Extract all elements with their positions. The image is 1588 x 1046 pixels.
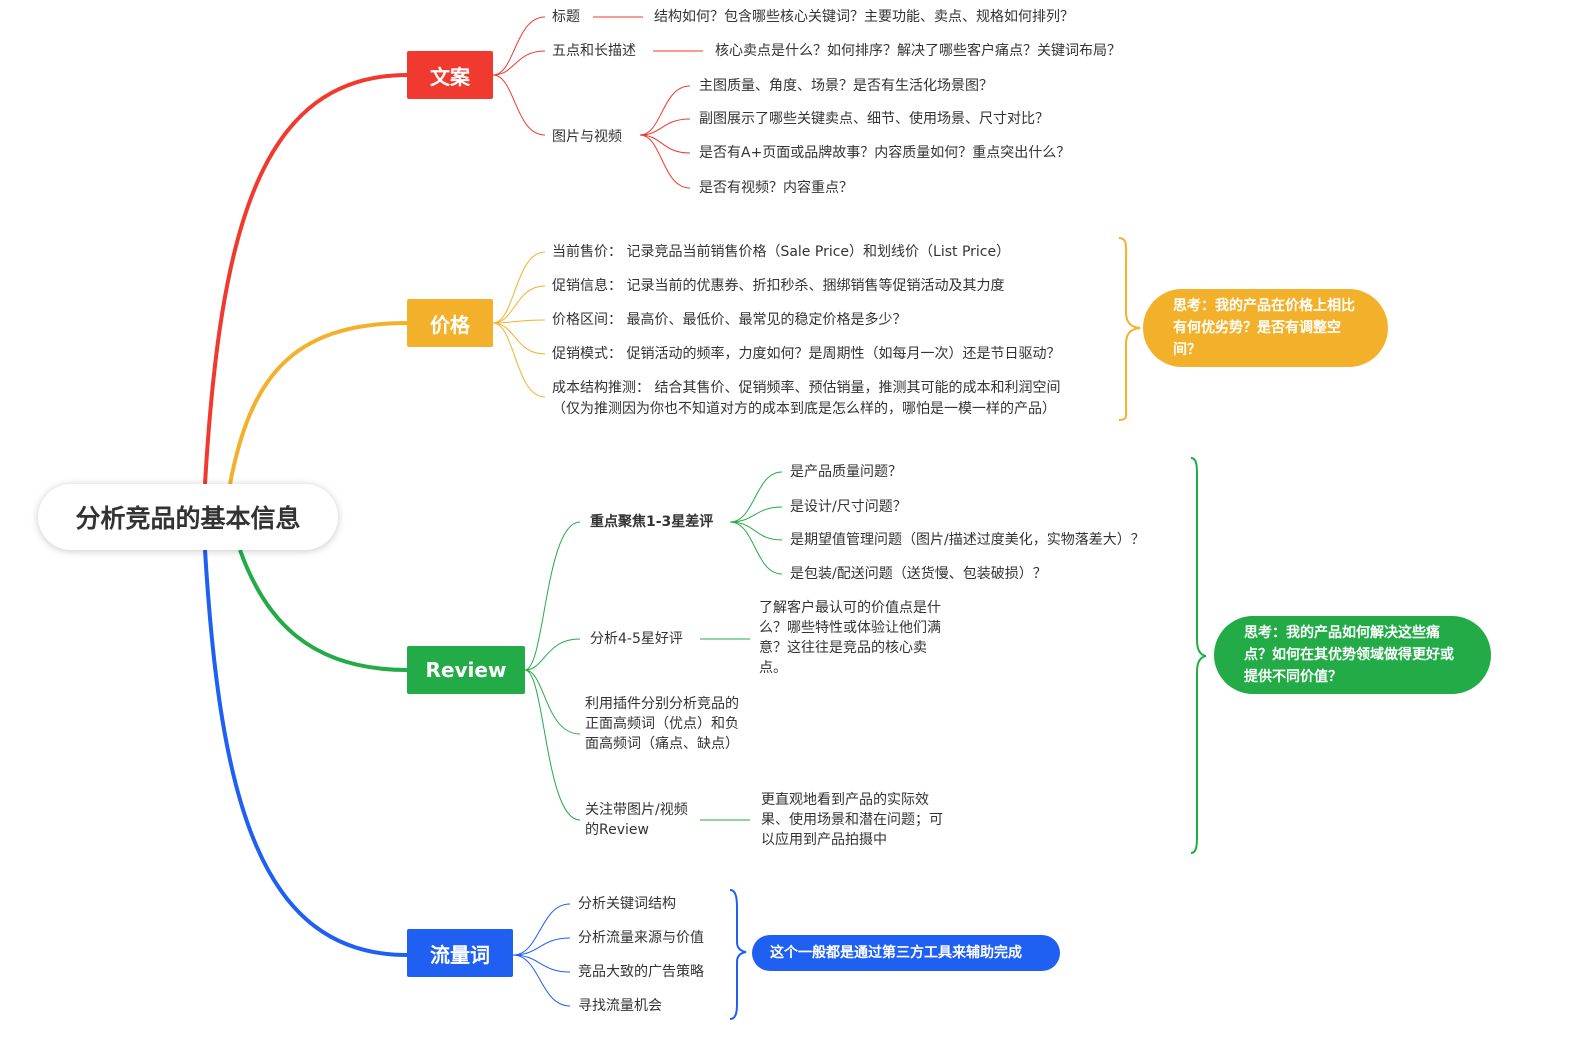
branch-traffic[interactable]: 流量词 <box>407 929 513 977</box>
root-node[interactable]: 分析竞品的基本信息 <box>38 484 338 550</box>
branch-price-label: 价格 <box>430 312 470 337</box>
price-cost-line2[interactable]: （仅为推测因为你也不知道对方的成本到底是怎么样的，哪怕是一模一样的产品） <box>552 401 1056 417</box>
wenan-title-desc[interactable]: 结构如何？包含哪些核心关键词？主要功能、卖点、规格如何排列？ <box>654 9 1074 25</box>
wenan-bullets-desc[interactable]: 核心卖点是什么？如何排序？解决了哪些客户痛点？关键词布局？ <box>715 43 1121 59</box>
review-low-node[interactable]: 重点聚焦1-3星差评 <box>590 514 714 530</box>
review-low-item[interactable]: 是产品质量问题？ <box>790 464 902 480</box>
price-think-text: 思考：我的产品在价格上相比有何优劣势？是否有调整空间？ <box>1173 298 1355 358</box>
traffic-note-text: 这个一般都是通过第三方工具来辅助完成 <box>770 945 1022 961</box>
branch-traffic-label: 流量词 <box>430 942 490 967</box>
wenan-bullets-node[interactable]: 五点和长描述 <box>552 43 636 59</box>
branch-review-label: Review <box>425 658 507 682</box>
price-item[interactable]: 促销信息： 记录当前的优惠券、折扣秒杀、捆绑销售等促销活动及其力度 <box>552 278 1005 294</box>
branch-review[interactable]: Review <box>407 646 525 694</box>
review-high-node[interactable]: 分析4-5星好评 <box>590 631 683 647</box>
wenan-media-item[interactable]: 主图质量、角度、场景？是否有生活化场景图？ <box>699 78 993 94</box>
traffic-item[interactable]: 分析流量来源与价值 <box>578 930 704 946</box>
root-label: 分析竞品的基本信息 <box>75 504 301 533</box>
branch-wenan-label: 文案 <box>430 64 470 89</box>
review-high-desc[interactable]: 了解客户最认可的价值点是什么？哪些特性或体验让他们满意？这往往是竞品的核心卖点。 <box>759 600 941 676</box>
wenan-title-node[interactable]: 标题 <box>552 9 580 25</box>
traffic-item[interactable]: 寻找流量机会 <box>578 998 662 1014</box>
traffic-item[interactable]: 分析关键词结构 <box>578 896 676 912</box>
review-low-item[interactable]: 是设计/尺寸问题？ <box>790 499 907 515</box>
review-plugin-node[interactable]: 利用插件分别分析竞品的正面高频词（优点）和负面高频词（痛点、缺点） <box>585 696 739 752</box>
wenan-media-node[interactable]: 图片与视频 <box>552 129 622 145</box>
wenan-media-item[interactable]: 副图展示了哪些关键卖点、细节、使用场景、尺寸对比？ <box>699 111 1049 127</box>
review-think-text: 思考：我的产品如何解决这些痛点？如何在其优势领域做得更好或提供不同价值？ <box>1244 625 1454 685</box>
price-think-callout[interactable]: 思考：我的产品在价格上相比有何优劣势？是否有调整空间？ <box>1143 289 1388 367</box>
review-media-node[interactable]: 关注带图片/视频的Review <box>585 802 688 838</box>
branch-wenan[interactable]: 文案 <box>407 51 493 99</box>
branch-price[interactable]: 价格 <box>407 299 493 347</box>
price-item[interactable]: 促销模式： 促销活动的频率，力度如何？是周期性（如每月一次）还是节日驱动？ <box>552 346 1061 362</box>
wenan-media-item[interactable]: 是否有A+页面或品牌故事？内容质量如何？重点突出什么？ <box>699 145 1071 161</box>
review-media-desc[interactable]: 更直观地看到产品的实际效果、使用场景和潜在问题；可以应用到产品拍摄中 <box>761 792 943 848</box>
review-low-item[interactable]: 是期望值管理问题（图片/描述过度美化，实物落差大）？ <box>790 532 1145 548</box>
traffic-item[interactable]: 竞品大致的广告策略 <box>578 964 704 980</box>
wenan-media-item[interactable]: 是否有视频？内容重点？ <box>699 180 853 196</box>
price-item[interactable]: 当前售价： 记录竞品当前销售价格（Sale Price）和划线价（List Pr… <box>552 244 1011 260</box>
review-think-callout[interactable]: 思考：我的产品如何解决这些痛点？如何在其优势领域做得更好或提供不同价值？ <box>1214 616 1491 694</box>
review-low-item[interactable]: 是包装/配送问题（送货慢、包装破损）？ <box>790 566 1047 582</box>
price-item[interactable]: 价格区间： 最高价、最低价、最常见的稳定价格是多少？ <box>552 312 907 328</box>
price-cost-line1[interactable]: 成本结构推测： 结合其售价、促销频率、预估销量，推测其可能的成本和利润空间 <box>552 380 1061 396</box>
traffic-note-callout[interactable]: 这个一般都是通过第三方工具来辅助完成 <box>752 935 1060 971</box>
